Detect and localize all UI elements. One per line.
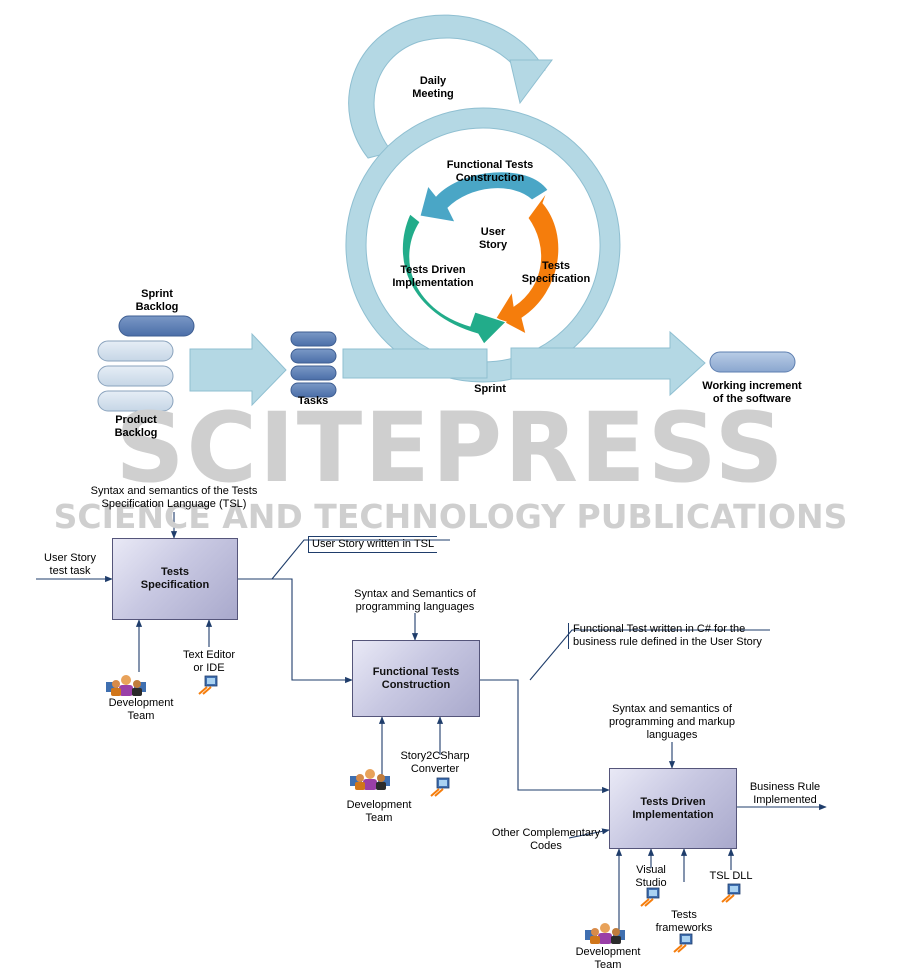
working-increment-pill <box>709 351 796 373</box>
tsl-dll-label: TSL DLL <box>709 870 753 882</box>
development-team-icon <box>106 675 146 696</box>
sprint-label: Sprint <box>474 383 506 395</box>
output-tsl-label: User Story written in TSL <box>308 536 438 553</box>
flow-arrow-backlog-to-tasks <box>189 332 287 407</box>
daily-meeting-loop-arrow <box>348 14 553 159</box>
watermark-sub: SCIENCE AND TECHNOLOGY PUBLICATIONS <box>53 497 848 536</box>
watermark-main: SCITEPRESS <box>115 392 786 504</box>
product-backlog-stack <box>97 340 174 412</box>
sprint-cycle-ring <box>345 107 621 383</box>
inner-cycle <box>401 171 560 345</box>
computer-tool-icon <box>721 883 741 903</box>
development-team-icon <box>585 923 625 944</box>
computer-tool-icon <box>640 887 660 907</box>
computer-tool-icon <box>198 675 218 695</box>
tasks-stack <box>290 331 337 398</box>
sprint-backlog-pill <box>118 315 195 337</box>
process-connectors <box>36 512 827 940</box>
computer-tool-icon <box>673 933 693 953</box>
development-team-icon <box>350 769 390 790</box>
computer-tool-icon <box>430 777 450 797</box>
tasks-label: Tasks <box>297 395 329 407</box>
sprint-bar <box>342 348 488 379</box>
flow-arrow-to-increment <box>510 330 706 397</box>
